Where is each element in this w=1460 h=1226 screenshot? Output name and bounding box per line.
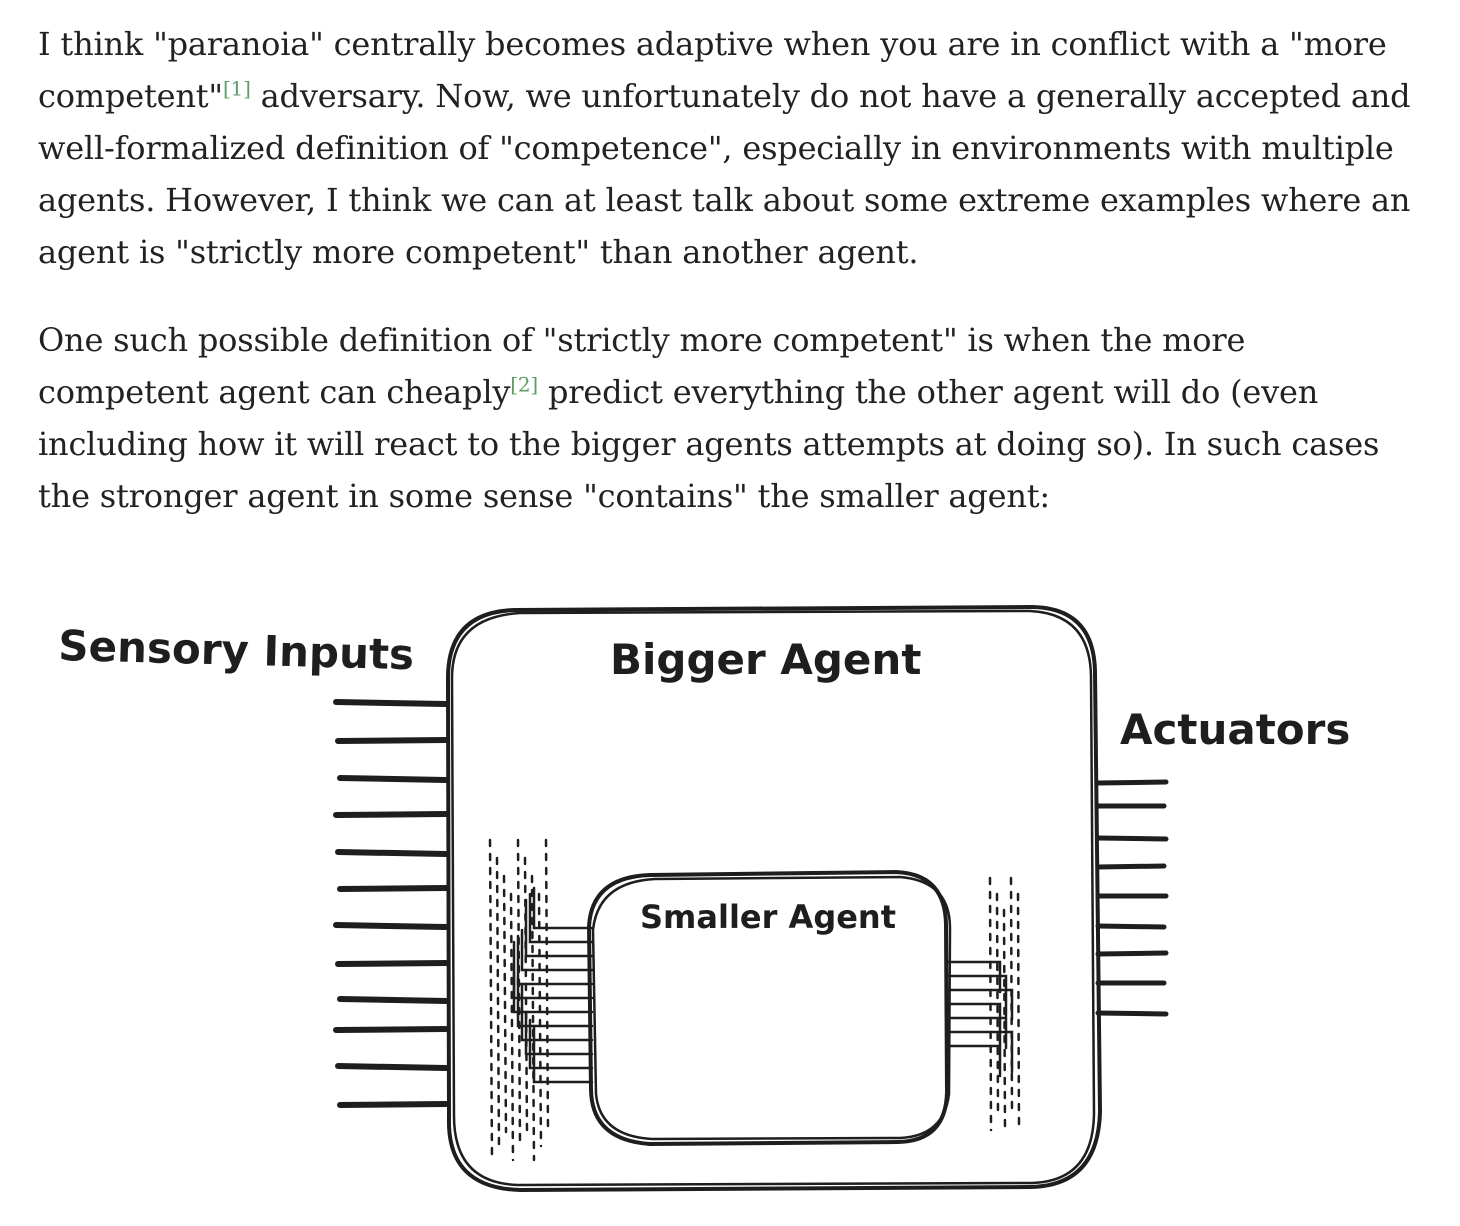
simulated-output-stream	[1009, 876, 1014, 1114]
label-smaller-agent: Smaller Agent	[640, 898, 896, 936]
sensory-input-line	[333, 699, 449, 707]
smaller-agent-input-connector	[528, 892, 594, 944]
actuator-line	[1095, 779, 1169, 786]
smaller-agent-input-connector	[532, 886, 594, 930]
smaller-agent-input-connector	[524, 898, 594, 958]
label-sensory-inputs: Sensory Inputs	[58, 621, 415, 679]
smaller-agent-input-connector	[512, 940, 594, 1000]
paragraph-1-text-a: I think "paranoia" centrally becomes ada…	[38, 25, 1387, 115]
simulated-output-stream	[1016, 892, 1021, 1132]
smaller-agent-output-connector	[946, 1044, 1002, 1078]
smaller-agent-input-connector	[520, 928, 594, 972]
sensory-input-line	[333, 1026, 449, 1033]
actuator-line	[1095, 923, 1167, 930]
simulated-input-stream	[488, 838, 494, 1162]
simulated-input-stream	[523, 856, 529, 1134]
smaller-agent-output-connector	[946, 1030, 1014, 1074]
footnote-ref-1[interactable]: [1]	[222, 76, 251, 101]
bigger-agent-box	[445, 605, 1102, 1192]
simulated-input-stream	[502, 874, 508, 1134]
sensory-input-line	[337, 775, 449, 783]
actuator-line	[1095, 1010, 1169, 1017]
simulated-input-streams	[488, 838, 550, 1162]
simulated-input-stream	[509, 892, 515, 1162]
smaller-agent-output-connector	[946, 960, 1002, 994]
paragraph-1-text-b: adversary. Now, we unfortunately do not …	[38, 77, 1411, 271]
sensory-input-line	[337, 1101, 449, 1108]
smaller-agent-output-connectors	[946, 960, 1014, 1078]
article-body: I think "paranoia" centrally becomes ada…	[38, 18, 1418, 558]
sensory-input-lines	[333, 699, 449, 1108]
simulated-input-stream	[530, 874, 536, 1162]
simulated-input-stream	[495, 856, 501, 1148]
smaller-agent-output-connector	[946, 988, 1014, 1022]
smaller-agent-output-connector	[946, 1002, 1002, 1046]
smaller-agent-input-connector	[528, 1018, 594, 1070]
sensory-input-line	[335, 737, 449, 744]
smaller-agent-input-connector	[532, 1024, 594, 1084]
actuator-lines	[1095, 779, 1169, 1017]
sensory-input-line	[335, 849, 449, 857]
actuator-line	[1095, 835, 1169, 842]
actuator-line	[1095, 863, 1167, 870]
sensory-input-line	[333, 922, 449, 930]
paragraph-2-text-b: predict everything the other agent will …	[38, 373, 1380, 515]
sensory-input-line	[333, 811, 449, 818]
paragraph-2: One such possible definition of "strictl…	[38, 314, 1418, 522]
simulated-input-stream	[537, 892, 543, 1148]
smaller-agent-input-connectors	[512, 886, 594, 1084]
smaller-agent-input-connector	[520, 982, 594, 1042]
simulated-output-stream	[995, 892, 1000, 1114]
sensory-input-line	[335, 960, 449, 967]
simulated-output-stream	[1002, 908, 1007, 1132]
actuator-line	[1095, 950, 1169, 957]
label-actuators: Actuators	[1120, 705, 1350, 754]
simulated-output-stream	[988, 876, 993, 1132]
sensory-input-line	[335, 1063, 449, 1071]
smaller-agent-output-connector	[946, 974, 1008, 1018]
label-bigger-agent: Bigger Agent	[610, 635, 921, 684]
smaller-agent-input-connector	[512, 970, 594, 1014]
paragraph-1: I think "paranoia" centrally becomes ada…	[38, 18, 1418, 278]
simulated-input-stream	[516, 838, 522, 1148]
smaller-agent-output-connector	[946, 1016, 1008, 1050]
smaller-agent-input-connector	[516, 934, 594, 986]
sensory-input-line	[337, 885, 449, 892]
simulated-input-stream	[544, 838, 550, 1134]
smaller-agent-box	[587, 870, 952, 1146]
smaller-agent-input-connector	[524, 1012, 594, 1056]
paragraph-2-text-a: One such possible definition of "strictl…	[38, 321, 1246, 411]
simulated-output-streams	[988, 876, 1021, 1132]
sensory-input-line	[337, 996, 449, 1004]
footnote-ref-2[interactable]: [2]	[510, 372, 538, 397]
smaller-agent-input-connector	[516, 976, 594, 1028]
